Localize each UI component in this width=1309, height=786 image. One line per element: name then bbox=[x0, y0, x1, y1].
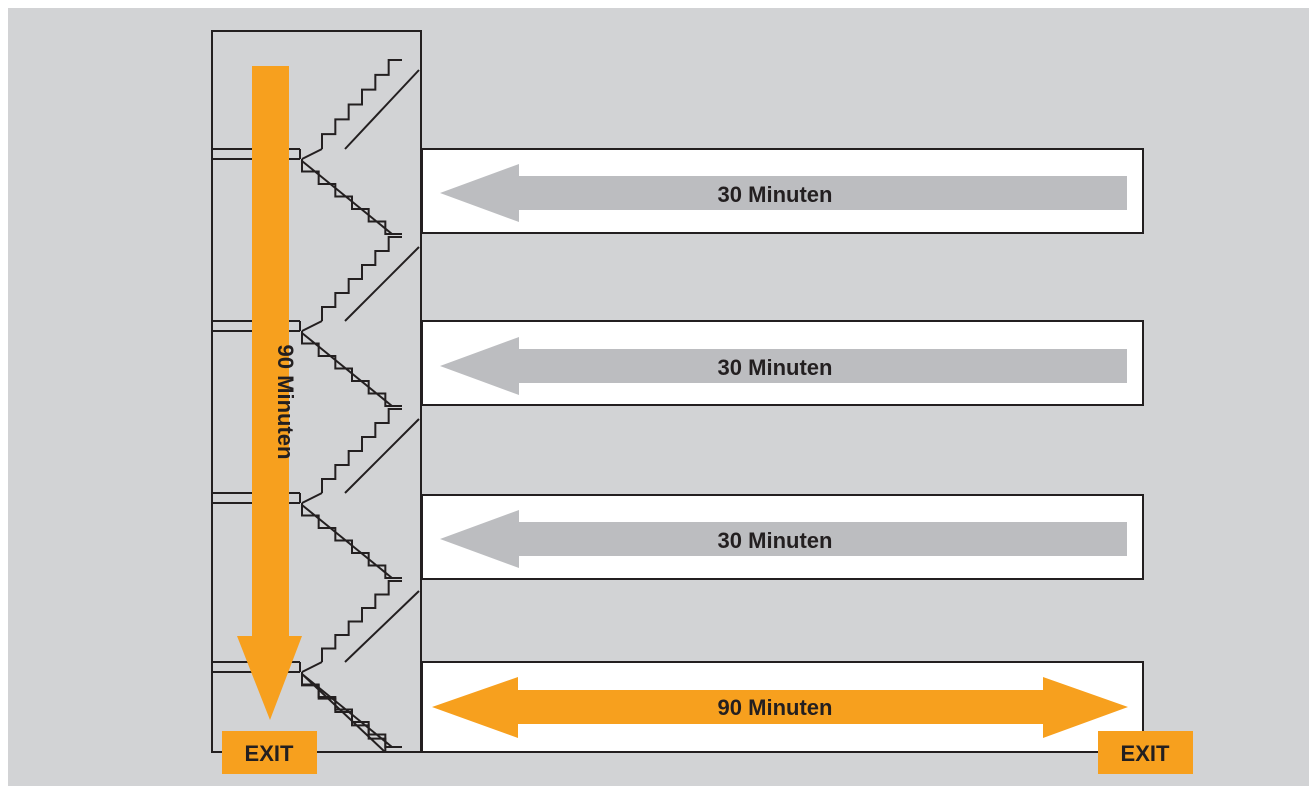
stair-rail-down bbox=[301, 332, 393, 407]
floor-label-1: 30 Minuten bbox=[718, 182, 833, 207]
stairwell-label: 90 Minuten bbox=[273, 345, 298, 460]
stair-flight-up bbox=[321, 580, 402, 662]
stair-flight-down bbox=[301, 159, 402, 235]
stair-rail-up bbox=[344, 590, 420, 663]
floor-arrow-1 bbox=[440, 164, 1127, 222]
stair-rail-up bbox=[344, 418, 420, 494]
floor-arrow-3 bbox=[440, 510, 1127, 568]
stair-flight-down bbox=[301, 331, 402, 407]
stair-connector bbox=[301, 320, 323, 332]
stair-flight-up bbox=[321, 236, 402, 321]
stairwell-arrow bbox=[237, 66, 302, 720]
stair-connector bbox=[301, 661, 323, 673]
stair-rail-down bbox=[301, 160, 393, 235]
exit-sign-left: EXIT bbox=[222, 731, 317, 774]
floor-label-2: 30 Minuten bbox=[718, 355, 833, 380]
stair-flight-up bbox=[321, 408, 402, 493]
stair-flight-up bbox=[321, 59, 402, 149]
stair-connector bbox=[301, 492, 323, 504]
floor-arrow-4 bbox=[432, 677, 1128, 738]
stair-flight-down bbox=[301, 672, 402, 753]
exit-label-left: EXIT bbox=[245, 741, 294, 766]
stair-rail-up bbox=[344, 69, 420, 150]
stair-connector bbox=[301, 148, 323, 160]
stair-flight-down bbox=[301, 503, 402, 579]
floor-arrow-2 bbox=[440, 337, 1127, 395]
stair-rail-down bbox=[301, 504, 393, 579]
stair-rail-down bbox=[301, 673, 386, 753]
floor-label-3: 30 Minuten bbox=[718, 528, 833, 553]
exit-sign-right: EXIT bbox=[1098, 731, 1193, 774]
stairs-drawing bbox=[212, 59, 420, 753]
stair-rail-up bbox=[344, 246, 420, 322]
floor-label-4: 90 Minuten bbox=[718, 695, 833, 720]
exit-label-right: EXIT bbox=[1121, 741, 1170, 766]
